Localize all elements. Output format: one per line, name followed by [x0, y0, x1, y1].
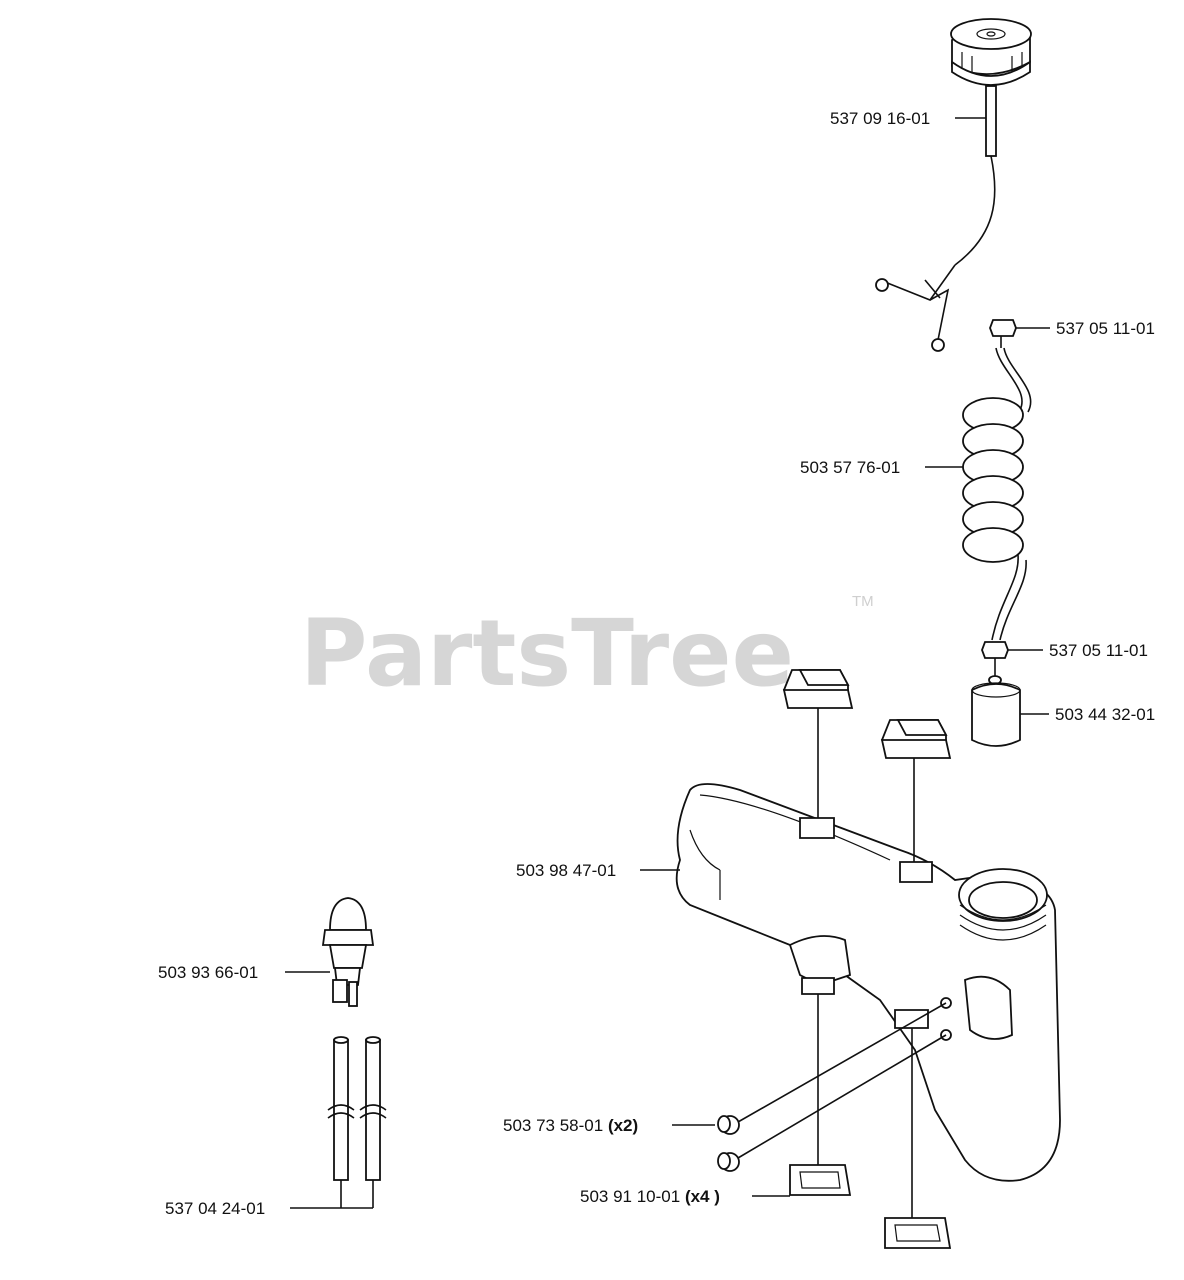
part-label-primer-bulb: 503 93 66-01 [158, 963, 258, 982]
leader-lines [285, 117, 1050, 1197]
part-label-nut-lower: 537 05 11-01 [1049, 641, 1148, 660]
part-label-fuel-tank: 503 98 47-01 [516, 861, 616, 880]
fuel-cap-drawing [875, 18, 1032, 352]
watermark-trademark: TM [852, 593, 874, 610]
part-label-rubber-mount: 503 91 10-01 (x4 ) [580, 1187, 720, 1206]
part-label-fuel-cap: 537 09 16-01 [830, 109, 930, 128]
fuel-lines-drawing [290, 1036, 387, 1209]
part-label-grommet: 503 73 58-01 (x2) [503, 1116, 638, 1135]
grommets-drawing [717, 1002, 947, 1172]
fuel-tank-drawing [675, 783, 1061, 1182]
rubber-mounts-drawing [782, 669, 952, 1249]
primer-bulb-drawing [321, 897, 375, 1007]
part-label-fuel-filter: 503 44 32-01 [1055, 705, 1155, 724]
part-label-fuel-hose: 503 57 76-01 [800, 458, 900, 477]
part-label-fuel-line: 537 04 24-01 [165, 1199, 265, 1218]
parts-tree-watermark: PartsTree [300, 600, 794, 707]
fuel-hose-drawing [962, 319, 1032, 747]
part-label-nut-upper: 537 05 11-01 [1056, 319, 1155, 338]
